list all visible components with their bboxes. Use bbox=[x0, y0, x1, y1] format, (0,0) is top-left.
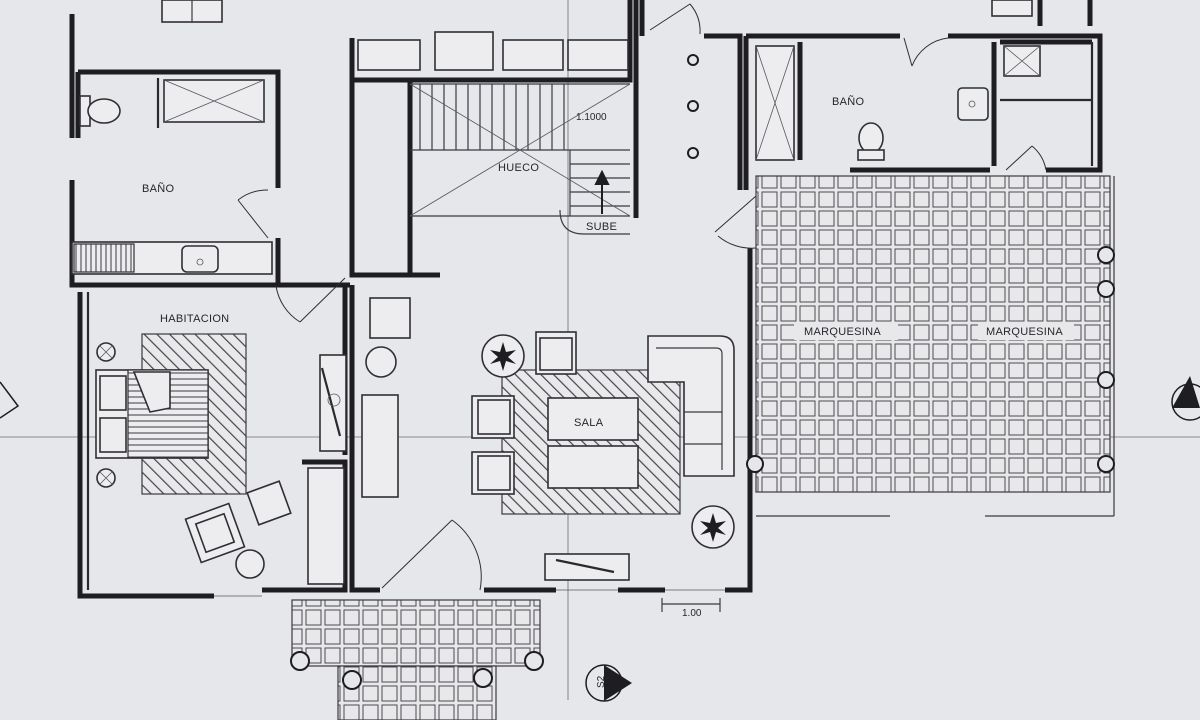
room-label-bath-left: BAÑO bbox=[142, 182, 175, 195]
section-mark-right bbox=[1171, 376, 1200, 421]
stair-core: HUECO 1.1000 SUBE bbox=[349, 0, 639, 278]
bedroom-side-table bbox=[246, 480, 292, 526]
corridor bbox=[639, 0, 757, 249]
bedroom-armchair[interactable] bbox=[184, 502, 246, 564]
plant-bottom bbox=[691, 505, 735, 549]
bedroom-closet bbox=[307, 467, 345, 585]
section-label: S2 bbox=[596, 675, 607, 688]
stair-treads bbox=[409, 83, 631, 217]
living-rug[interactable] bbox=[501, 369, 681, 515]
room-label-bath-right: BAÑO bbox=[832, 95, 865, 108]
room-label-canopy-left: MARQUESINA bbox=[804, 326, 881, 338]
front-porch bbox=[290, 599, 544, 720]
stair-direction-label: SUBE bbox=[586, 221, 617, 233]
stair-height-label: 1.1000 bbox=[576, 112, 607, 123]
sink-right bbox=[957, 87, 989, 121]
living-chair-corner[interactable] bbox=[369, 297, 411, 339]
bedroom-stool bbox=[235, 549, 265, 579]
armchair-left-bottom[interactable] bbox=[471, 451, 515, 495]
room-label-bedroom: HABITACION bbox=[160, 313, 229, 325]
living-room: SALA bbox=[349, 248, 753, 593]
dimension-label: 1.00 bbox=[682, 608, 702, 619]
stair-void-label: HUECO bbox=[498, 162, 539, 174]
stair-up-arrow bbox=[594, 169, 610, 214]
porch-tiles bbox=[291, 599, 541, 667]
bath-right: BAÑO bbox=[743, 0, 1103, 190]
toilet-left bbox=[79, 95, 121, 127]
room-label-living: SALA bbox=[574, 417, 604, 429]
dimension-porch: 1.00 bbox=[661, 598, 721, 619]
toilet-right bbox=[857, 122, 885, 161]
armchair-left-top[interactable] bbox=[471, 395, 515, 439]
armchair-top[interactable] bbox=[535, 331, 577, 375]
radiator bbox=[73, 243, 135, 273]
section-mark-bottom: S2 bbox=[585, 664, 632, 702]
coffee-table-bottom[interactable] bbox=[547, 445, 639, 489]
bed[interactable] bbox=[95, 369, 209, 459]
bedroom: HABITACION bbox=[77, 277, 348, 599]
room-label-canopy-right: MARQUESINA bbox=[986, 326, 1063, 338]
bath-left: BAÑO bbox=[69, 0, 350, 288]
canopy: MARQUESINA MARQUESINA bbox=[746, 175, 1115, 517]
plant-top bbox=[481, 334, 525, 378]
coffee-table-top[interactable] bbox=[547, 397, 639, 441]
sectional-sofa[interactable] bbox=[647, 335, 735, 477]
section-mark-left bbox=[0, 381, 20, 419]
living-round-stool bbox=[365, 346, 397, 378]
